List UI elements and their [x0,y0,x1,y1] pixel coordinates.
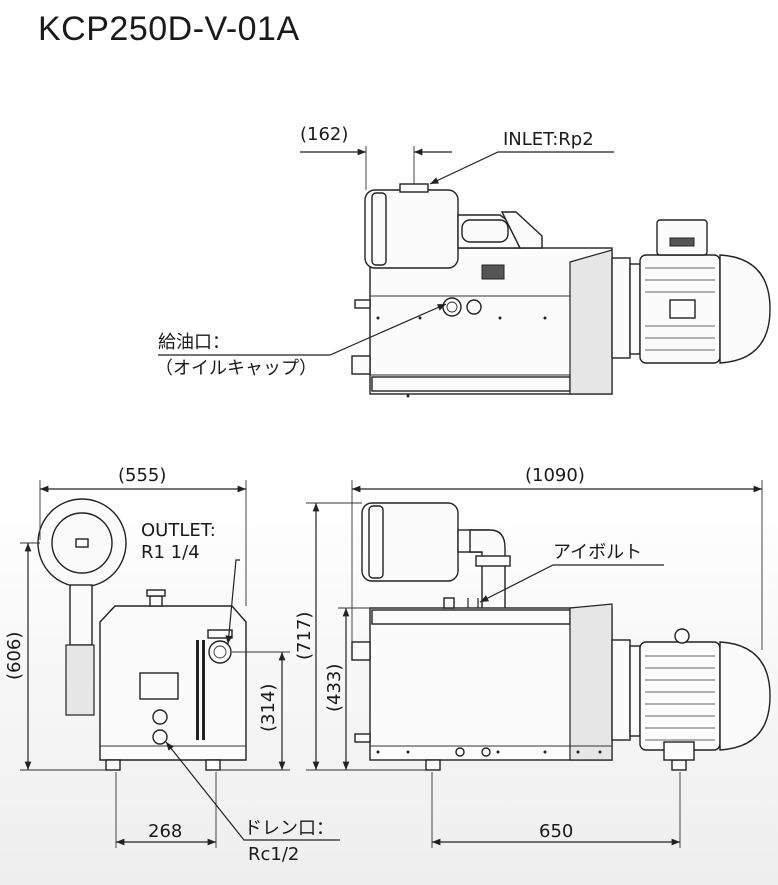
drain-port-icon [152,729,168,745]
eyebolt-icon [674,628,690,644]
front-motor-flange [611,639,631,741]
front-pipe-elbow [469,529,506,611]
dim-side-height: (606) [4,632,25,680]
dim-side-width: (555) [118,465,166,486]
outlet-label-line2: R1 1/4 [141,542,200,563]
drawing-title: KCP250D-V-01A [38,10,300,48]
inlet-label: INLET:Rp2 [503,129,594,150]
oil-cap-icon [442,297,462,317]
dim-front-height-total: (717) [294,612,315,660]
dim-outlet-height: (314) [258,684,279,732]
oil-port-label-line2: （オイルキャップ） [155,358,317,379]
front-view: (1090) (717) (433) 650 アイボルト [294,465,771,848]
eyebolt-label: アイボルト [553,542,642,563]
front-motor [639,641,721,751]
oil-port-label-line1: 給油口： [158,332,230,353]
top-view: (162) INLET:Rp2 給油口： （オイルキャップ） [155,124,771,398]
drain-label-line1: ドレン口： [244,818,334,839]
dim-front-height-body: (433) [324,664,345,712]
dim-inlet-offset: (162) [300,124,348,145]
outlet-label-line1: OUTLET: [141,520,216,541]
drain-label-line2: Rc1/2 [248,844,299,865]
dim-front-length: (1090) [525,465,585,486]
top-motor-flange [611,257,631,359]
dim-side-foot-spacing: 268 [148,821,182,842]
dim-front-foot-spacing: 650 [539,821,573,842]
side-view: (555) (606) (314) 268 OUTLET: R1 1/4 ドレン… [4,465,340,865]
outlet-port-icon [208,640,232,664]
